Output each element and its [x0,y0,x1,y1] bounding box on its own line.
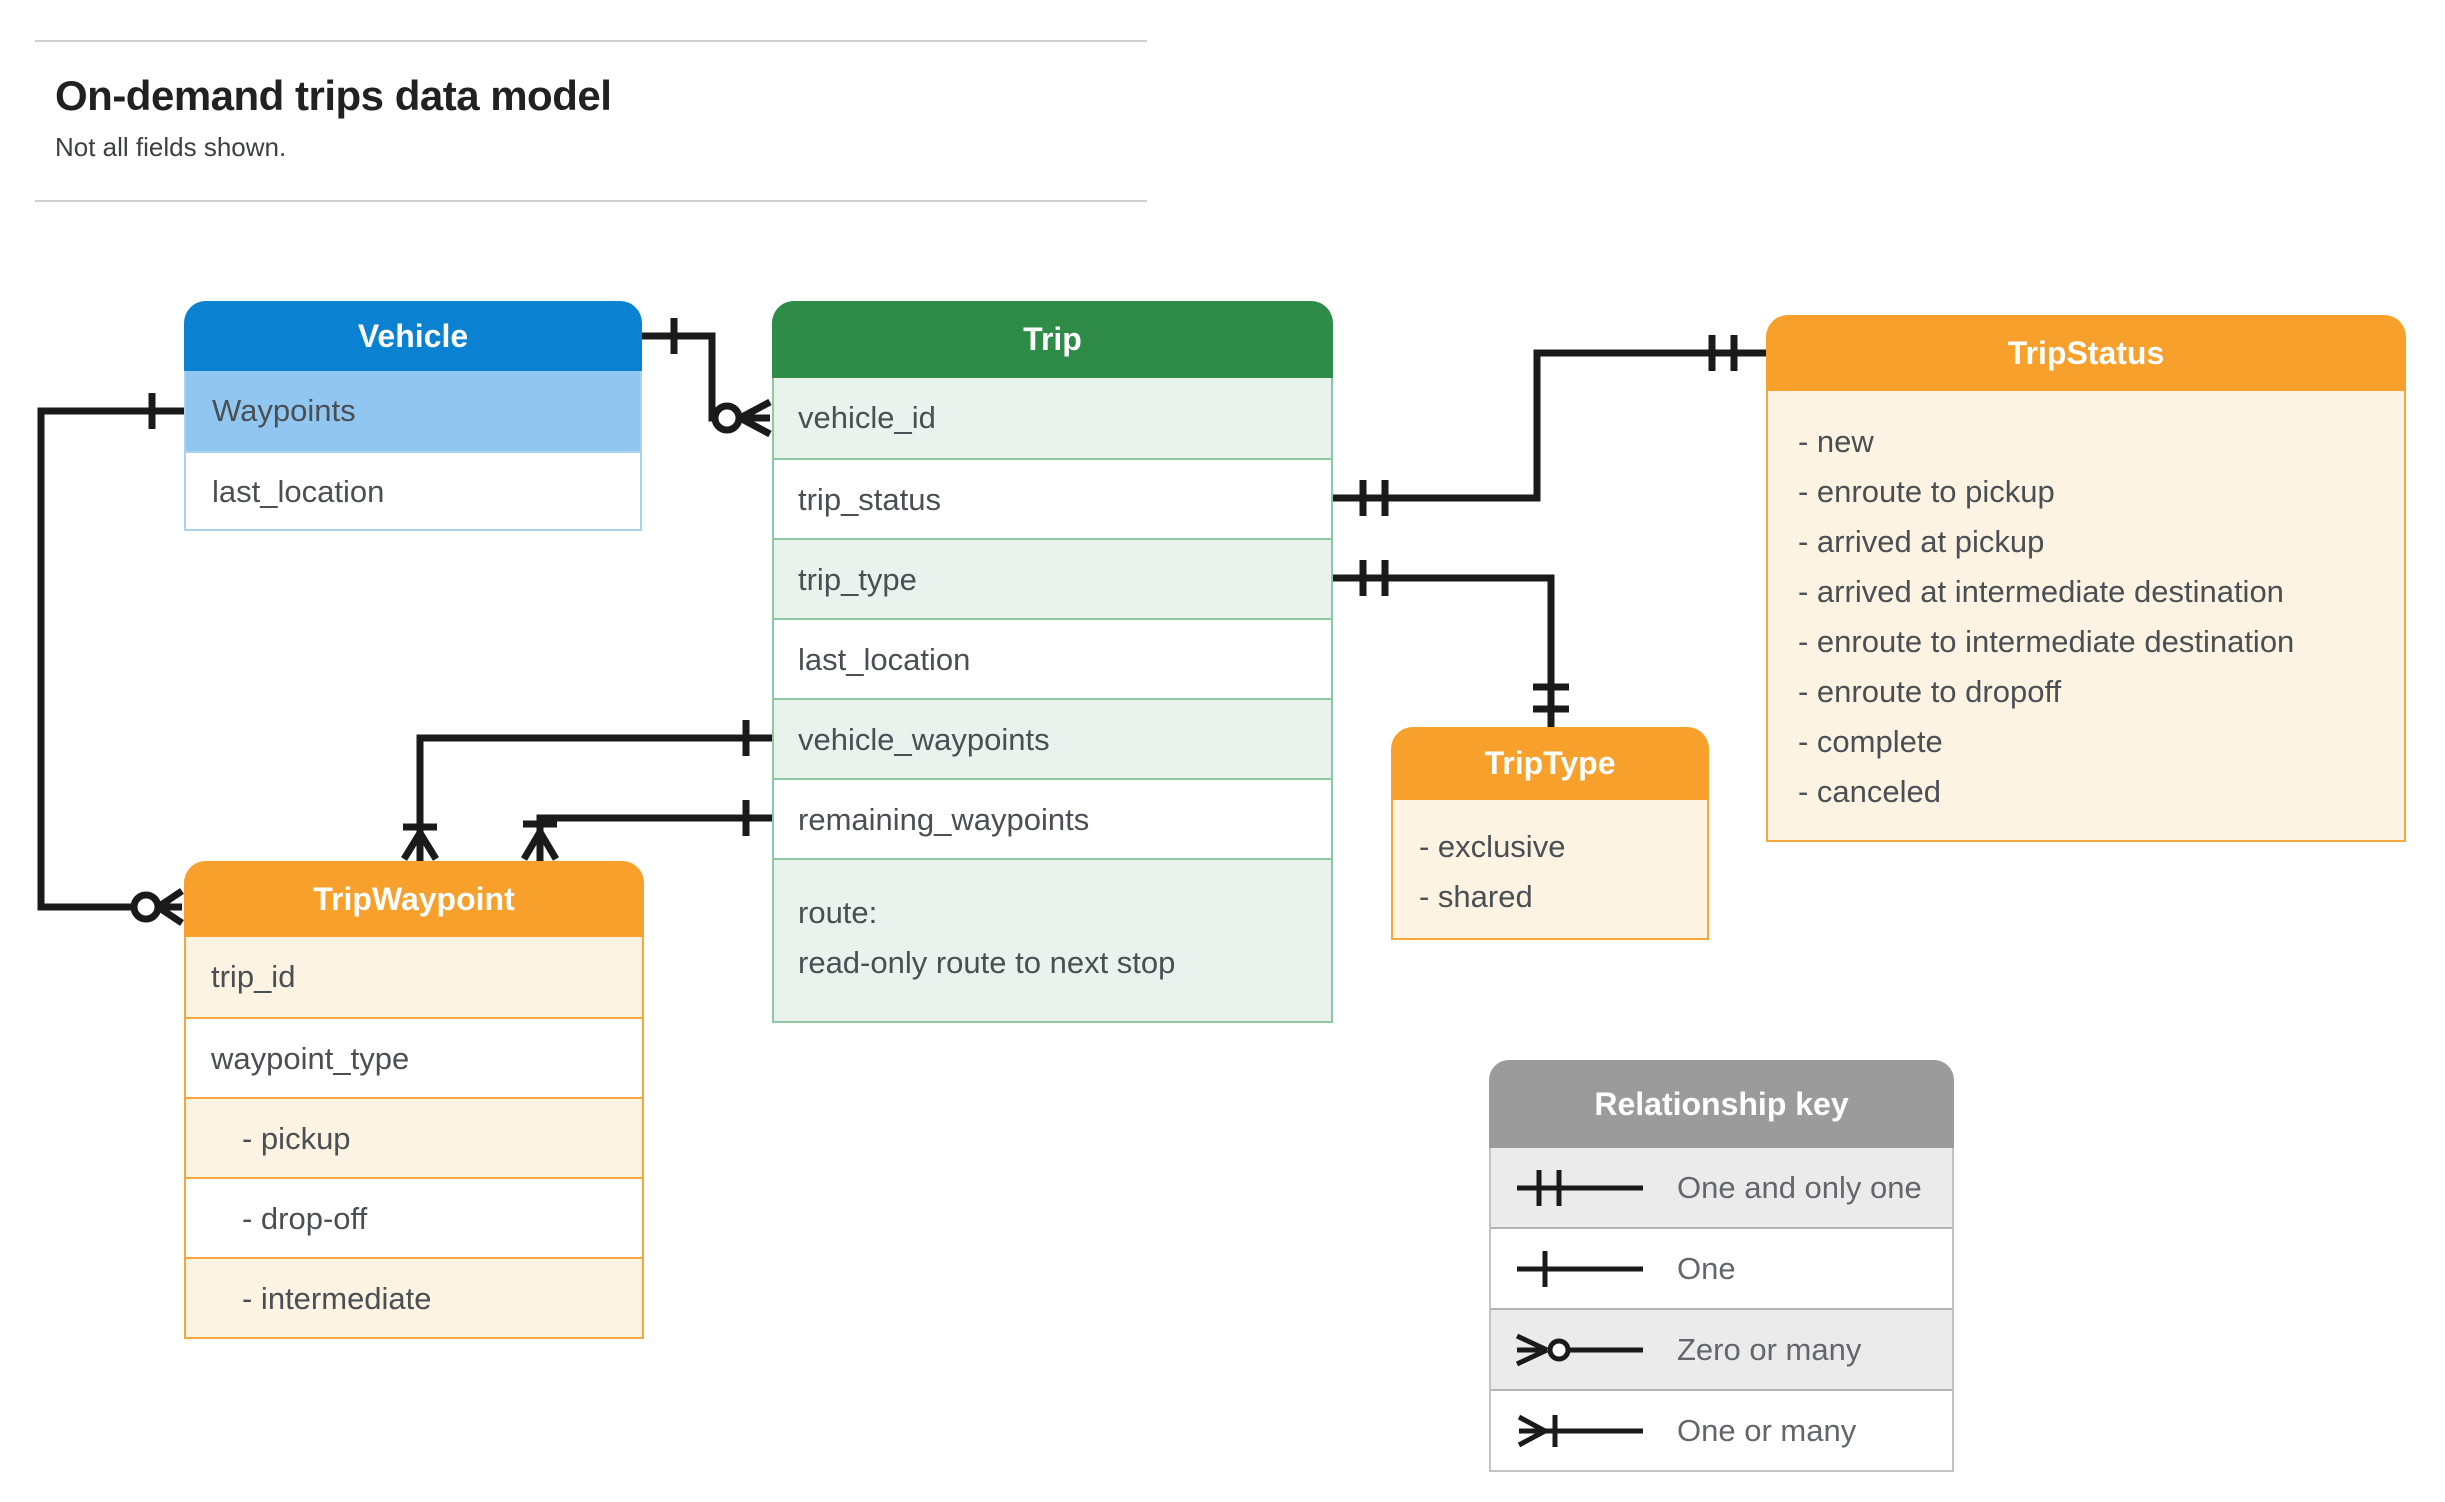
triptype-item-exclusive: - exclusive [1419,829,1566,864]
trip-field-trip-status: trip_status [774,458,1331,538]
trip-field-route: route: read-only route to next stop [774,858,1331,1021]
legend-row-one-and-only-one: One and only one [1491,1148,1952,1227]
connector-trip-triptype [1333,560,1569,727]
legend-row-zero-or-many: Zero or many [1491,1308,1952,1389]
entity-triptype-header: TripType [1391,727,1709,800]
trip-field-vehicle-waypoints: vehicle_waypoints [774,698,1331,778]
entity-tripwaypoint-header: TripWaypoint [184,861,644,937]
one-or-many-icon [1517,1414,1643,1447]
vehicle-field-waypoints: Waypoints [186,371,640,451]
tripwaypoint-field-waypoint-type: waypoint_type [186,1017,642,1097]
tripstatus-item-canceled: - canceled [1798,774,1942,809]
tripstatus-item-arrived-at-intermediate-destination: - arrived at intermediate destination [1798,574,2284,609]
tripwaypoint-item-intermediate: - intermediate [186,1257,642,1337]
entity-tripstatus-header: TripStatus [1766,315,2406,391]
legend-row-one: One [1491,1227,1952,1308]
tripstatus-item-enroute-to-dropoff: - enroute to dropoff [1798,674,2062,709]
legend-label: Zero or many [1677,1331,1862,1367]
top-divider [35,40,1147,42]
entity-triptype: TripType - exclusive - shared [1391,727,1709,940]
triptype-item-shared: - shared [1419,879,1533,914]
tripwaypoint-item-drop-off: - drop-off [186,1177,642,1257]
connector-trip-vehicle-waypoints [401,720,772,861]
zero-or-many-icon [1515,1333,1643,1366]
trip-field-vehicle-id: vehicle_id [774,378,1331,458]
entity-vehicle-header: Vehicle [184,301,642,371]
connector-vehicle-trip [642,318,772,438]
one-and-only-one-icon [1517,1169,1643,1206]
tripstatus-item-enroute-to-pickup: - enroute to pickup [1798,474,2055,509]
connector-trip-tripstatus [1333,335,1766,516]
legend-label: One [1677,1250,1736,1286]
legend-label: One or many [1677,1412,1857,1448]
page-subtitle: Not all fields shown. [55,132,287,162]
relationship-key-header: Relationship key [1489,1060,1954,1148]
connector-vehicle-tripwaypoint [37,393,184,926]
entity-trip: Trip vehicle_id trip_status trip_type la… [772,301,1333,1023]
connector-trip-remaining-waypoints [520,800,772,861]
vehicle-field-last-location: last_location [186,451,640,529]
legend-label: One and only one [1677,1169,1922,1205]
title-divider [35,200,1147,202]
legend-row-one-or-many: One or many [1491,1389,1952,1470]
trip-field-trip-type: trip_type [774,538,1331,618]
tripstatus-item-complete: - complete [1798,724,1943,759]
tripstatus-item-new: - new [1798,424,1874,459]
entity-tripstatus: TripStatus - new - enroute to pickup - a… [1766,315,2406,842]
entity-vehicle: Vehicle Waypoints last_location [184,301,642,531]
tripstatus-item-arrived-at-pickup: - arrived at pickup [1798,524,2045,559]
tripwaypoint-field-trip-id: trip_id [186,937,642,1017]
trip-field-remaining-waypoints: remaining_waypoints [774,778,1331,858]
trip-field-route-description: read-only route to next stop [798,945,1176,980]
relationship-key: Relationship key One and only one One [1489,1060,1954,1472]
entity-tripwaypoint: TripWaypoint trip_id waypoint_type - pic… [184,861,644,1339]
trip-field-route-label: route: [798,895,878,930]
one-icon [1517,1250,1643,1287]
tripwaypoint-item-pickup: - pickup [186,1097,642,1177]
trip-field-last-location: last_location [774,618,1331,698]
page-title: On-demand trips data model [55,72,612,119]
entity-trip-header: Trip [772,301,1333,378]
tripstatus-item-enroute-to-intermediate-destination: - enroute to intermediate destination [1798,624,2295,659]
